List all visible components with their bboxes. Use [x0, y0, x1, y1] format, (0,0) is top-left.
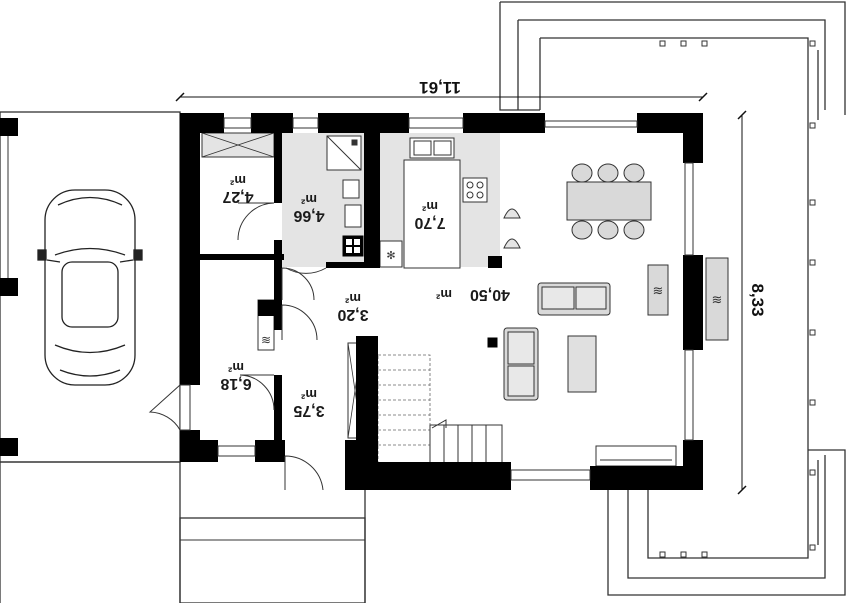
kitchen-fixtures: ✻ [379, 137, 521, 269]
room-unit-boiler: m² [229, 173, 246, 188]
room-area-storage: 6,18 [220, 375, 251, 392]
windows [179, 117, 694, 481]
room-label-bathroom: 4,66 m² [293, 192, 324, 224]
room-unit-living: m² [435, 287, 452, 302]
washbasin-icon [342, 179, 360, 199]
width-dimension: 11,61 [175, 78, 708, 102]
svg-text:≋: ≋ [712, 292, 723, 307]
room-area-living: 40,50 [470, 286, 510, 303]
room-unit-storage: m² [227, 360, 244, 375]
room-area-kitchen: 7,70 [414, 214, 445, 231]
room-area-boiler: 4,27 [222, 188, 253, 205]
room-label-vestibule: 3,75 m² [293, 387, 324, 419]
room-unit-hall: m² [344, 291, 361, 306]
bathroom-fixtures [326, 135, 364, 257]
room-area-vestibule: 3,75 [293, 402, 324, 419]
room-label-living: 40,50 m² [435, 286, 510, 303]
depth-dimension: 8,33 [737, 110, 767, 495]
boiler-unit [201, 132, 275, 158]
room-area-hall: 3,20 [337, 306, 368, 323]
room-label-kitchen: 7,70 m² [414, 199, 445, 231]
room-unit-bathroom: m² [300, 192, 317, 207]
staircase-solid [429, 419, 503, 466]
walls [180, 113, 703, 490]
svg-text:≋: ≋ [653, 283, 664, 298]
svg-text:✻: ✻ [386, 250, 395, 262]
staircase [377, 354, 431, 466]
room-label-storage: 6,18 m² [220, 360, 251, 392]
cooktop-icon [462, 177, 488, 203]
fireplace-icon: ≋ ≋ [647, 257, 729, 341]
room-label-hall: 3,20 m² [337, 291, 368, 323]
room-area-bathroom: 4,66 [293, 207, 324, 224]
sideboard [595, 445, 677, 467]
doors [148, 202, 327, 491]
car-icon [37, 189, 143, 386]
room-unit-kitchen: m² [421, 199, 438, 214]
svg-text:≋: ≋ [261, 333, 271, 347]
sink-icon [409, 137, 455, 159]
room-unit-vestibule: m² [300, 387, 317, 402]
terrace-posts [659, 40, 816, 558]
width-dimension-label: 11,61 [419, 78, 461, 97]
toilet-icon [344, 204, 362, 228]
depth-dimension-label: 8,33 [748, 283, 767, 316]
dining-table [566, 163, 652, 240]
living-furniture [487, 282, 611, 401]
room-label-boiler: 4,27 m² [222, 173, 253, 205]
radiator-icon: ≋ [257, 299, 275, 351]
coffee-table [567, 335, 597, 393]
terrace [499, 1, 846, 596]
